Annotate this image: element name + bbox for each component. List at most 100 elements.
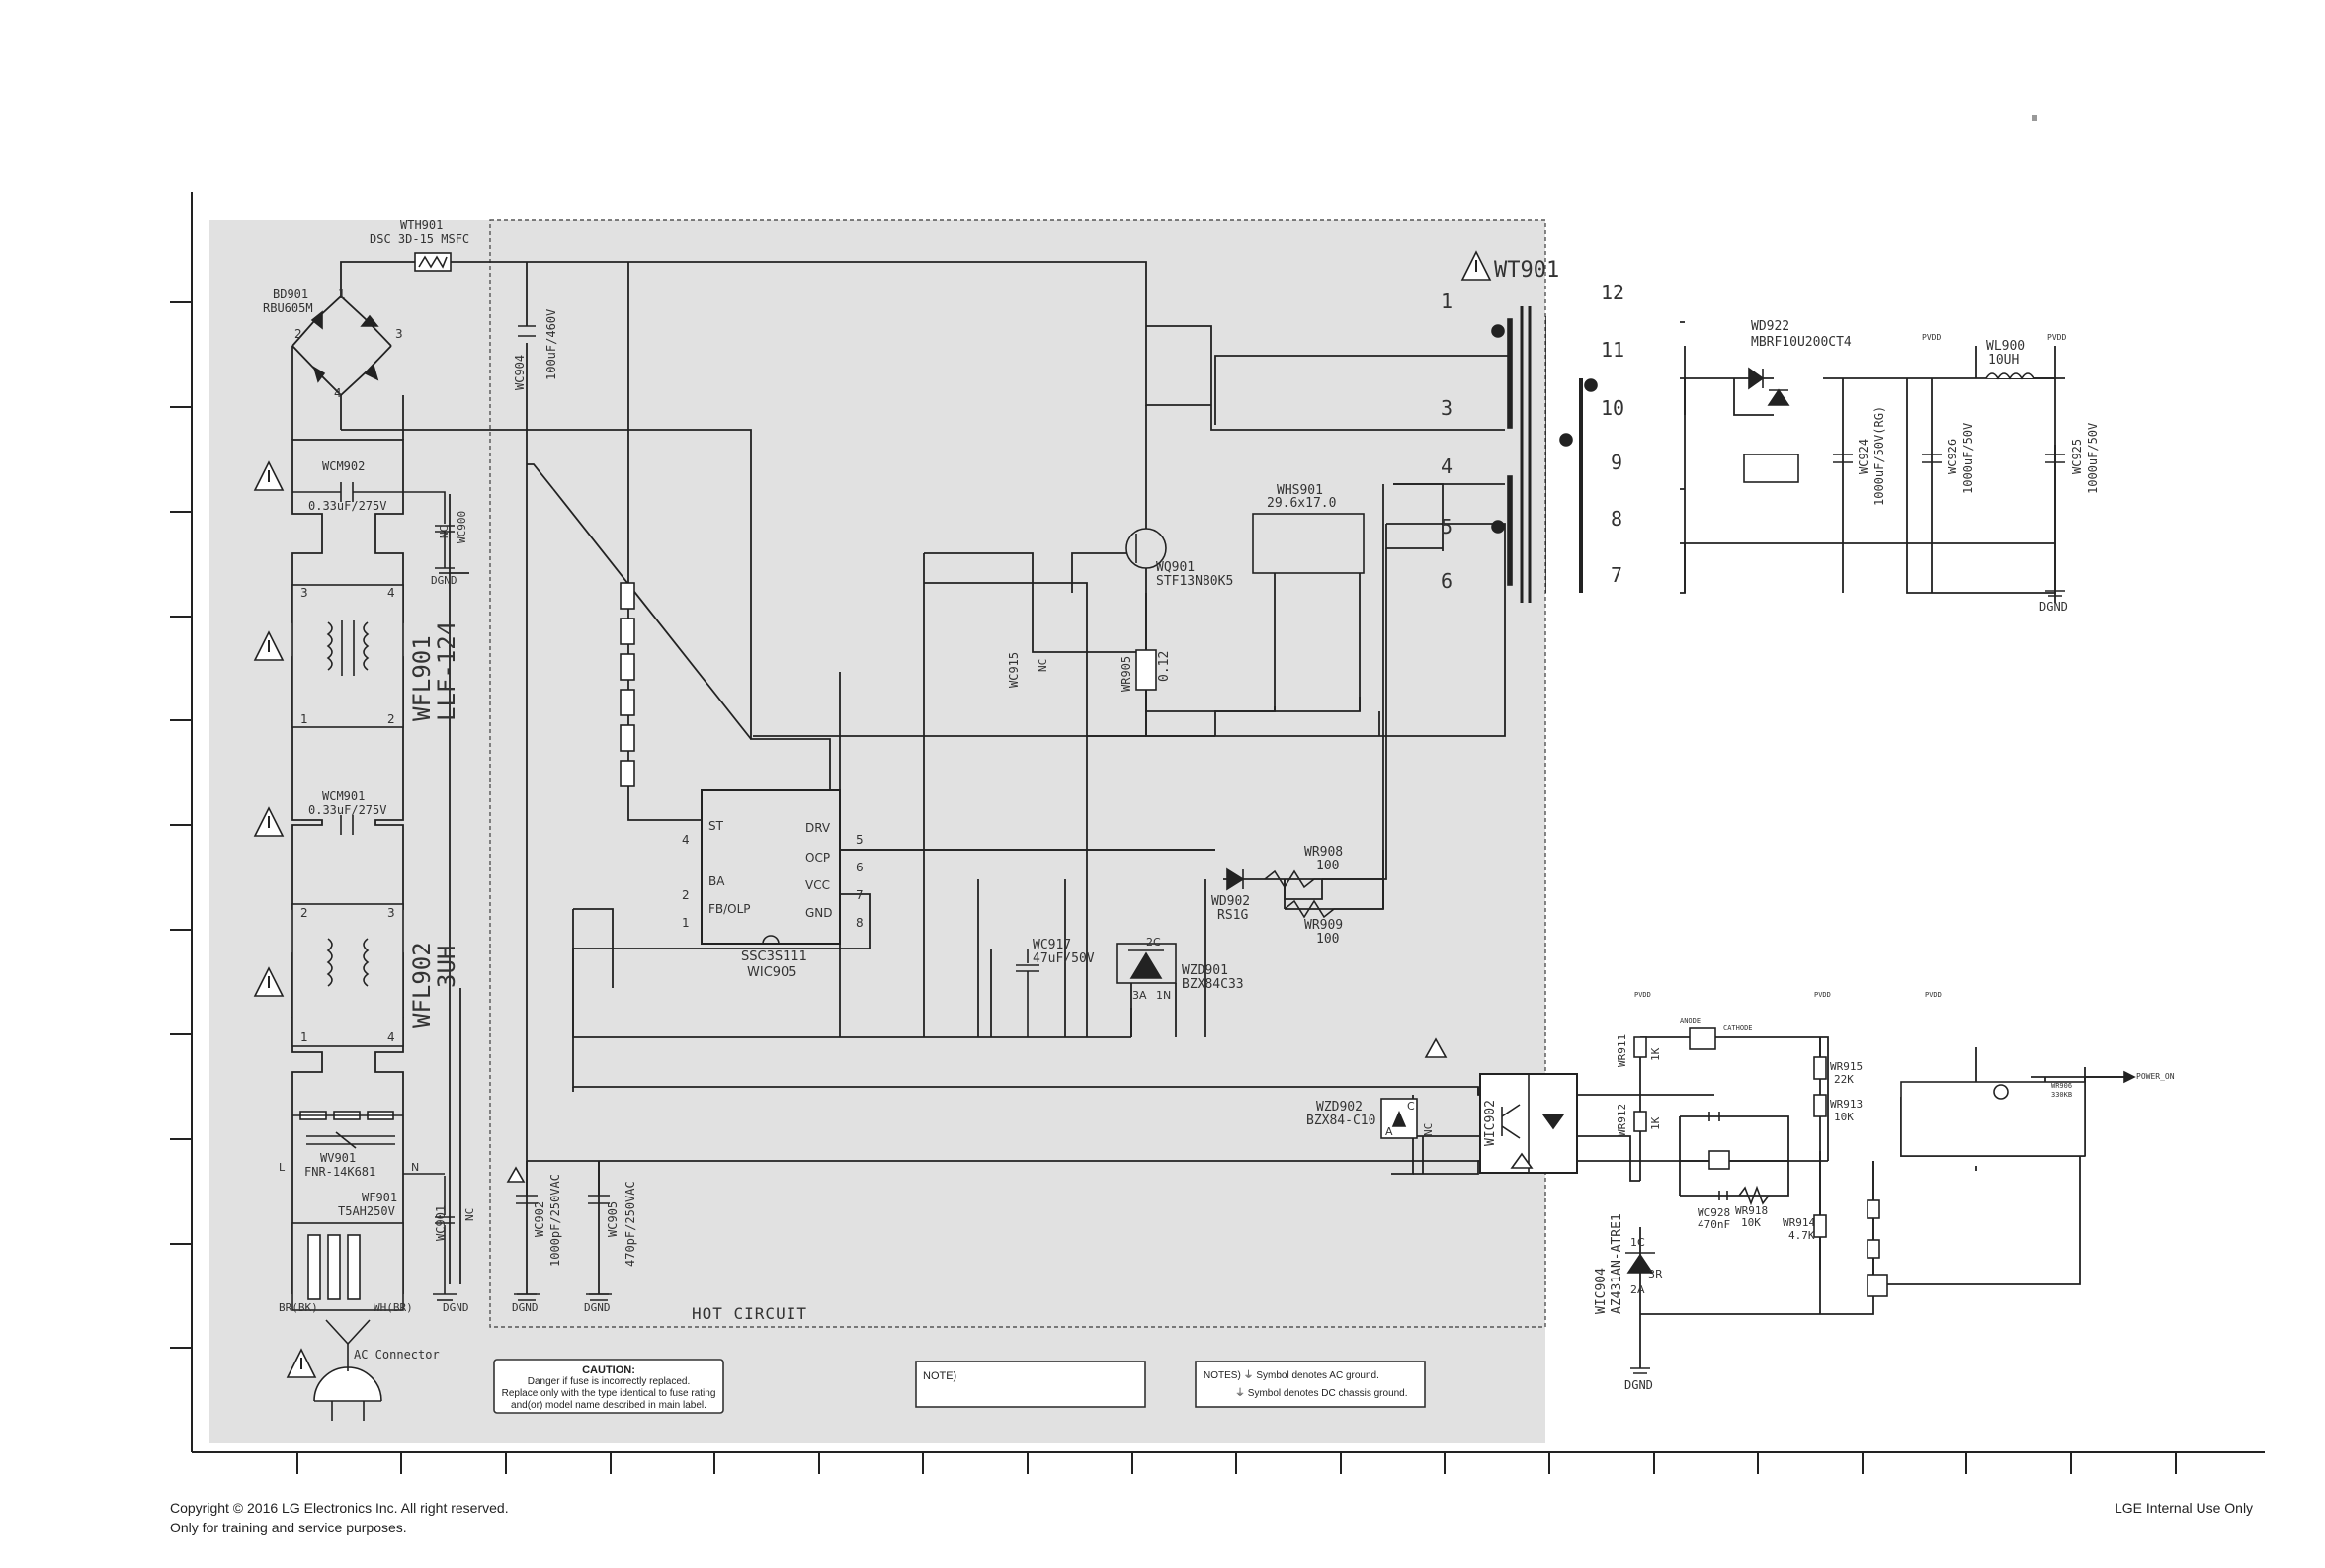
trafo-pin-5: 5 (1441, 515, 1453, 538)
trafo-pin-8: 8 (1611, 507, 1623, 531)
notes-box (1195, 1361, 1426, 1408)
label-wic904: WIC904 (1594, 1268, 1609, 1314)
label-wth901-val: DSC 3D-15 MSFC (370, 232, 470, 246)
label-br-bk: BR(BK) (279, 1301, 318, 1314)
label-wzd901: WZD901 (1182, 963, 1228, 978)
label-wr913-val: 10K (1834, 1111, 1854, 1123)
label-wzd901-val: BZX84C33 (1182, 977, 1244, 992)
label-whs901-val: 29.6x17.0 (1267, 496, 1337, 511)
label-n: N (411, 1161, 420, 1174)
trafo-pin-1: 1 (1441, 289, 1453, 313)
label-wc900-nc: NC (438, 525, 451, 538)
caution-title: CAUTION: (582, 1364, 635, 1376)
ic-num-8: 8 (856, 916, 864, 930)
label-dgnd-3: DGND (512, 1301, 539, 1314)
label-wc904-val: 100uF/460V (544, 308, 558, 380)
label-power-on: POWER_ON (2136, 1072, 2175, 1081)
filter1-pin-2: 2 (387, 712, 395, 726)
note-text: NOTE) (923, 1370, 957, 1382)
label-wq901-val: STF13N80K5 (1156, 574, 1234, 589)
label-wr908: WR908 (1304, 845, 1344, 860)
label-wr914: WR914 (1783, 1216, 1816, 1229)
label-wq901: WQ901 (1156, 560, 1196, 575)
caution-box (493, 1359, 724, 1414)
bridge-pin-1: 1 (338, 288, 346, 301)
label-wth901: WTH901 (400, 218, 444, 232)
zener-wzd901 (1129, 951, 1163, 979)
corner-mark (2032, 115, 2037, 121)
filter2-pin-1: 1 (300, 1031, 308, 1044)
label-dgnd-4: DGND (584, 1301, 611, 1314)
label-wd902-val: RS1G (1217, 908, 1249, 923)
bridge-diode-2 (360, 314, 379, 327)
label-wf901: WF901 (362, 1191, 398, 1204)
label-wfl901: WFL901 (408, 635, 436, 721)
label-wr911: WR911 (1616, 1033, 1628, 1067)
label-anode: ANODE (1680, 1017, 1702, 1025)
bridge-diode-4 (364, 364, 379, 381)
label-wr912-val: 1K (1649, 1116, 1662, 1130)
trafo-pin-11: 11 (1601, 338, 1625, 362)
label-pvdd-5: PVDD (1925, 991, 1942, 999)
label-wv901: WV901 (320, 1151, 357, 1165)
bridge-diode-3 (312, 366, 326, 383)
label-wl900-val: 10UH (1988, 353, 2020, 368)
label-dgnd-2: DGND (443, 1301, 469, 1314)
label-wc901-nc: NC (463, 1207, 476, 1221)
label-ic-ref: WIC905 (747, 965, 797, 980)
ic-ssc3s111 (701, 789, 841, 945)
ic-num-5: 5 (856, 833, 864, 847)
label-wc902-val: 1000pF/250VAC (548, 1174, 562, 1267)
ic-pin-ocp: OCP (805, 851, 831, 865)
filter2-pin-3: 3 (387, 906, 395, 920)
label-cathode: CATHODE (1723, 1024, 1753, 1032)
heatsink-whs901 (1252, 513, 1365, 574)
ic-num-6: 6 (856, 861, 864, 874)
label-wic904-2a: 2A (1630, 1283, 1645, 1296)
label-wc925: WC925 (2070, 438, 2084, 474)
hot-region-shade (209, 220, 1545, 1443)
label-wc905: WC905 (606, 1200, 620, 1237)
label-wl900: WL900 (1986, 339, 2026, 354)
label-wc905-val: 470pF/250VAC (623, 1181, 637, 1267)
ic-num-2: 2 (682, 888, 690, 902)
notes-line2: ⏚ Symbol denotes DC chassis ground. (1235, 1388, 1408, 1399)
label-wv901-val: FNR-14K681 (304, 1165, 376, 1179)
label-wzd902: WZD902 (1316, 1100, 1363, 1114)
caution-line3: and(or) model name described in main lab… (511, 1400, 706, 1411)
label-wr913: WR913 (1830, 1098, 1864, 1111)
ic-pin-drv: DRV (805, 821, 831, 835)
bridge-pin-3: 3 (395, 327, 403, 341)
label-dgnd-6: DGND (1624, 1378, 1653, 1392)
label-zd901-3a: 3A (1132, 989, 1147, 1002)
ic-pin-gnd: GND (805, 906, 833, 920)
label-wr909-val: 100 (1316, 932, 1340, 947)
label-wfl902-val: 3UH (433, 945, 460, 988)
label-ac-connector: AC Connector (354, 1348, 440, 1362)
ic-pin-ba: BA (708, 874, 725, 888)
bridge-pin-4: 4 (334, 386, 342, 400)
label-wr909: WR909 (1304, 918, 1344, 933)
warning-icon (506, 1166, 526, 1183)
label-wzd902-a: A (1385, 1125, 1393, 1138)
label-wd922-val: MBRF10U200CT4 (1751, 335, 1852, 350)
label-wfl902: WFL902 (408, 942, 436, 1028)
ic-num-1: 1 (682, 916, 690, 930)
trafo-pin-7: 7 (1611, 563, 1623, 587)
ic-pin-vcc: VCC (805, 878, 830, 892)
footer-internal: LGE Internal Use Only (2115, 1500, 2254, 1516)
label-bd901: BD901 (273, 288, 309, 301)
label-wr915-val: 22K (1834, 1073, 1854, 1086)
filter2-pin-2: 2 (300, 906, 308, 920)
label-wf901-val: T5AH250V (338, 1204, 395, 1218)
label-whs901: WHS901 (1277, 483, 1323, 498)
label-wzd902-nc: NC (1422, 1122, 1435, 1136)
filter1-pin-3: 3 (300, 586, 308, 600)
filter1-pin-4: 4 (387, 586, 395, 600)
filter2-pin-4: 4 (387, 1031, 395, 1044)
ic-pin-st: ST (708, 819, 723, 833)
label-wc915-nc: NC (1037, 658, 1049, 672)
label-wc928-val: 470nF (1698, 1218, 1731, 1231)
cap-wc900 (403, 491, 446, 524)
label-wic904-val: AZ431AN-ATRE1 (1610, 1213, 1624, 1314)
